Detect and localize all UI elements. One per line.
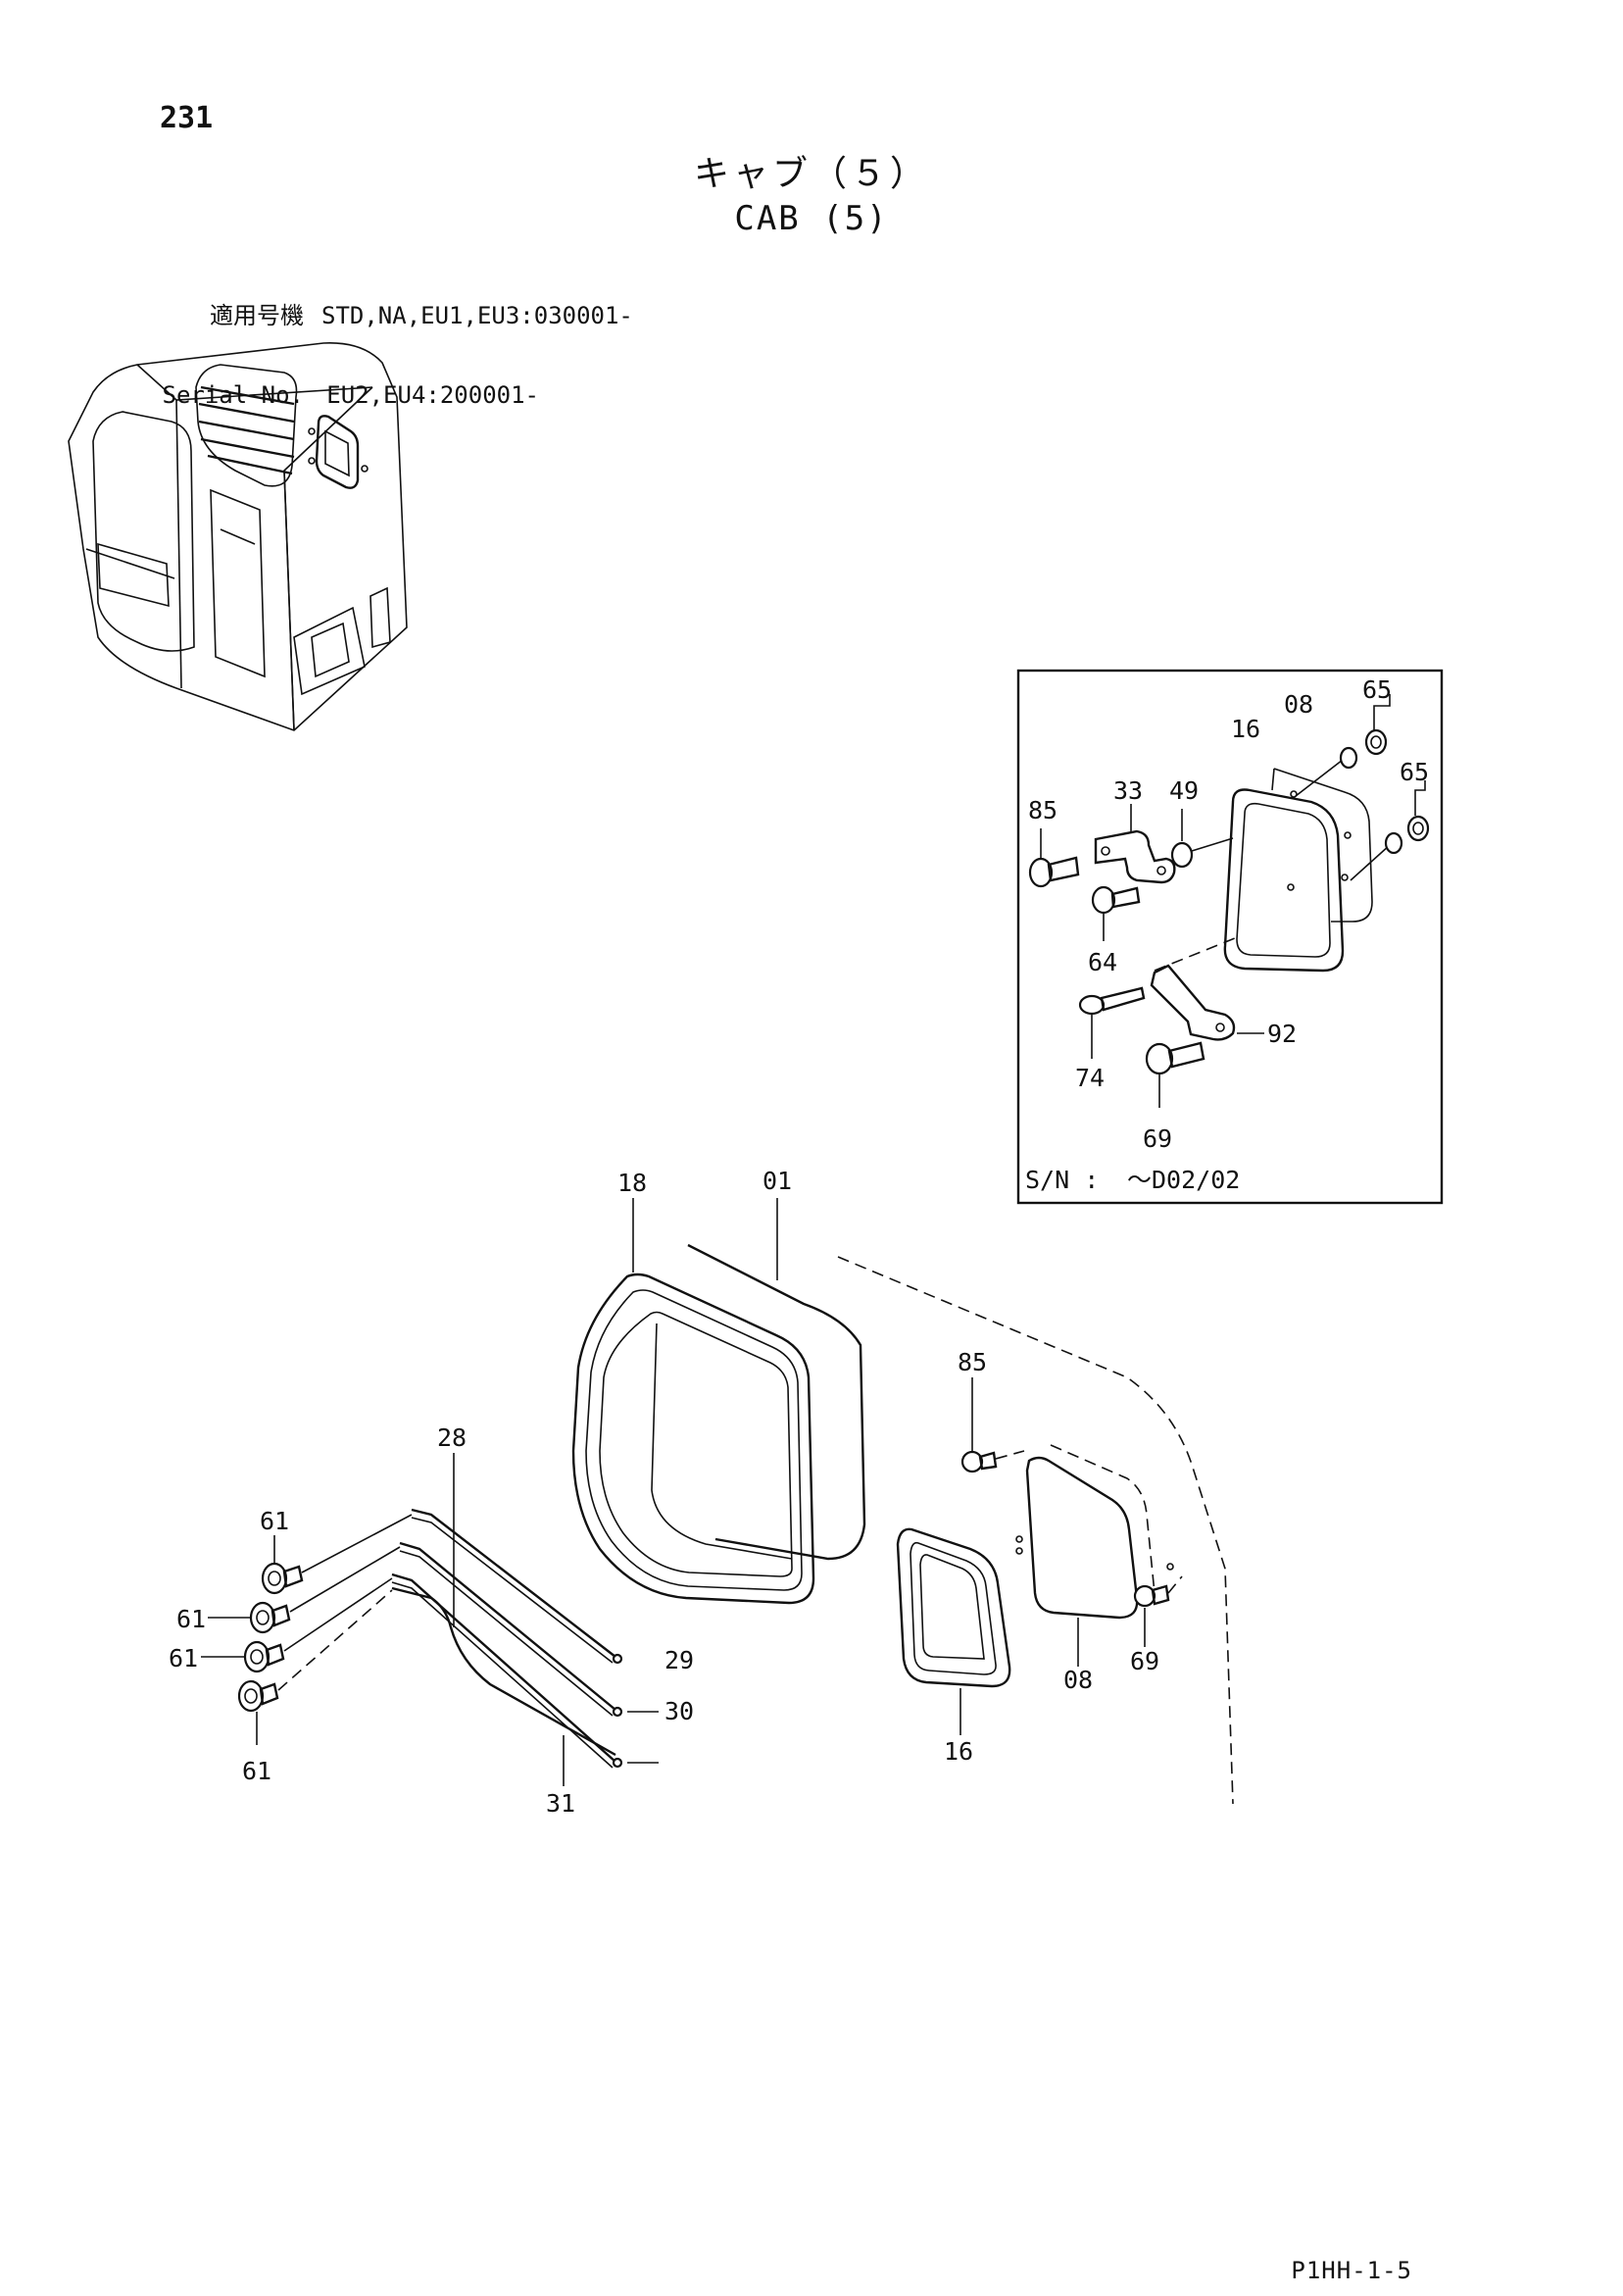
- inset-label-69: 69: [1143, 1124, 1172, 1153]
- detail-inset: 65 65 08 16 33 49 85 64 92 74 69 S/N : ～…: [1016, 669, 1444, 1205]
- inset-label-33: 33: [1113, 776, 1143, 805]
- label-31: 31: [546, 1789, 575, 1818]
- inset-sn-label: S/N :: [1025, 1166, 1099, 1194]
- label-85: 85: [958, 1348, 987, 1376]
- inset-label-08: 08: [1284, 690, 1313, 719]
- label-29: 29: [664, 1646, 694, 1674]
- serial-range-1: STD,NA,EU1,EU3:030001-: [321, 302, 633, 329]
- inset-label-65-top: 65: [1362, 675, 1392, 704]
- serial-applicability: 適用号機 STD,NA,EU1,EU3:030001- Serial No.EU2…: [157, 250, 633, 435]
- main-exploded-view: 18 01 28 61 61 61 61 29 30 31 85 16 08 6…: [169, 1167, 1234, 1818]
- label-08: 08: [1063, 1666, 1093, 1694]
- serial-label-japanese: 適用号機: [210, 302, 304, 329]
- label-61-d: 61: [242, 1757, 271, 1785]
- label-28: 28: [437, 1423, 467, 1452]
- label-18: 18: [617, 1169, 647, 1197]
- inset-label-16: 16: [1231, 715, 1260, 743]
- cab-overview-illustration: [68, 342, 408, 731]
- inset-label-92: 92: [1267, 1020, 1297, 1048]
- label-61-a: 61: [260, 1507, 289, 1535]
- inset-label-49: 49: [1169, 776, 1199, 805]
- label-30: 30: [664, 1697, 694, 1725]
- serial-row-1: 適用号機 STD,NA,EU1,EU3:030001-: [157, 303, 633, 329]
- footer-page-code: P1HH-1-5: [1291, 2257, 1412, 2284]
- inset-label-64: 64: [1088, 948, 1117, 976]
- page-title-japanese: キャブ（５）: [693, 154, 929, 194]
- label-61-c: 61: [169, 1644, 198, 1672]
- inset-label-85: 85: [1028, 796, 1057, 824]
- label-61-b: 61: [176, 1605, 206, 1633]
- inset-sn-value: ～D02/02: [1127, 1166, 1240, 1194]
- serial-range-2: EU2,EU4:200001-: [326, 381, 539, 409]
- label-01: 01: [762, 1167, 792, 1195]
- inset-label-74: 74: [1075, 1064, 1105, 1092]
- page-title-english: CAB (5): [734, 199, 889, 238]
- serial-row-2: Serial No.EU2,EU4:200001-: [157, 382, 633, 409]
- inset-label-65-mid: 65: [1400, 758, 1429, 786]
- label-69: 69: [1130, 1647, 1159, 1675]
- page-number: 231: [160, 101, 214, 135]
- label-16: 16: [944, 1737, 973, 1766]
